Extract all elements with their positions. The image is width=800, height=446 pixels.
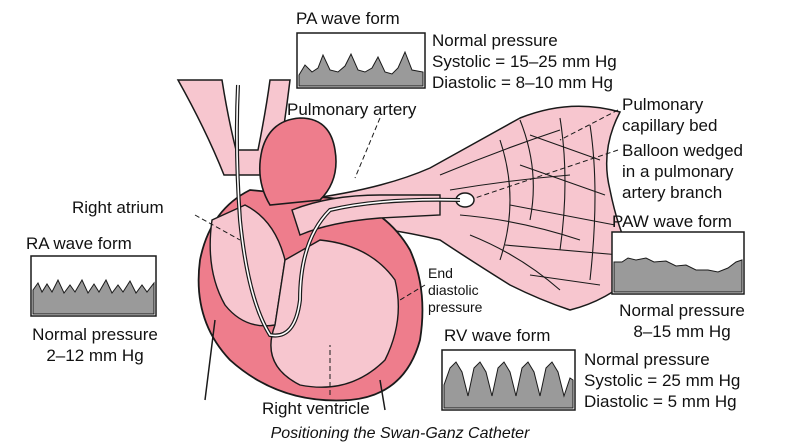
heart xyxy=(199,85,460,410)
paw-wave-chart xyxy=(612,232,744,294)
pa-pressure: Normal pressure Systolic = 15–25 mm Hg D… xyxy=(432,30,617,93)
rv-wave-form-label: RV wave form xyxy=(444,325,550,346)
right-ventricle-label: Right ventricle xyxy=(262,398,370,419)
rv-pressure-line-2: Systolic = 25 mm Hg xyxy=(584,370,740,391)
figure-caption: Positioning the Swan-Ganz Catheter xyxy=(0,425,800,443)
ra-pressure: Normal pressure 2–12 mm Hg xyxy=(10,324,180,366)
paw-pressure-line-1: Normal pressure xyxy=(602,300,762,321)
pa-pressure-line-1: Normal pressure xyxy=(432,30,617,51)
pulmonary-artery-label: Pulmonary artery xyxy=(287,99,416,120)
balloon-line-3: artery branch xyxy=(622,182,743,203)
rv-pressure-line-3: Diastolic = 5 mm Hg xyxy=(584,391,740,412)
end-diastolic-line-3: pressure xyxy=(428,299,482,316)
balloon-line-2: in a pulmonary xyxy=(622,161,743,182)
end-diastolic-line-1: End xyxy=(428,265,482,282)
right-atrium-label: Right atrium xyxy=(72,197,164,218)
balloon-label: Balloon wedged in a pulmonary artery bra… xyxy=(622,140,743,203)
pa-wave-form-label: PA wave form xyxy=(296,8,400,29)
ra-pressure-line-1: Normal pressure xyxy=(10,324,180,345)
pa-pressure-line-3: Diastolic = 8–10 mm Hg xyxy=(432,72,617,93)
rv-pressure: Normal pressure Systolic = 25 mm Hg Dias… xyxy=(584,349,740,412)
ra-wave-form-label: RA wave form xyxy=(26,233,132,254)
ra-pressure-line-2: 2–12 mm Hg xyxy=(10,345,180,366)
ra-wave-chart xyxy=(31,256,156,316)
paw-wave-form-label: PAW wave form xyxy=(612,211,732,232)
balloon-line-1: Balloon wedged xyxy=(622,140,743,161)
rv-pressure-line-1: Normal pressure xyxy=(584,349,740,370)
capillary-line-1: Pulmonary xyxy=(622,94,717,115)
pulmonary-capillary-bed-label: Pulmonary capillary bed xyxy=(622,94,717,136)
capillary-line-2: capillary bed xyxy=(622,115,717,136)
end-diastolic-pressure-label: End diastolic pressure xyxy=(428,265,482,316)
end-diastolic-line-2: diastolic xyxy=(428,282,482,299)
rv-wave-chart xyxy=(442,350,575,410)
paw-pressure-line-2: 8–15 mm Hg xyxy=(602,321,762,342)
paw-pressure: Normal pressure 8–15 mm Hg xyxy=(602,300,762,342)
pa-wave-chart xyxy=(297,33,425,88)
pa-pressure-line-2: Systolic = 15–25 mm Hg xyxy=(432,51,617,72)
